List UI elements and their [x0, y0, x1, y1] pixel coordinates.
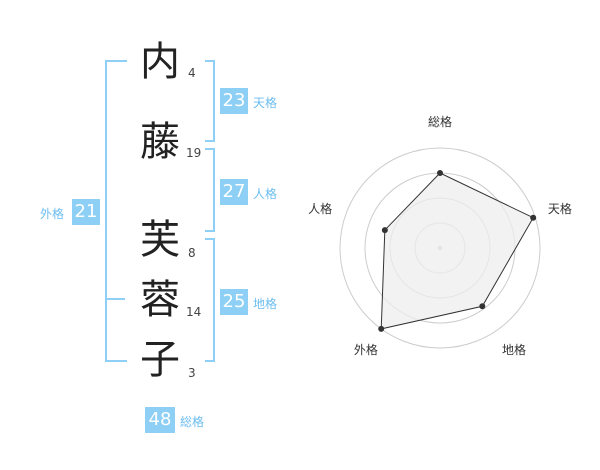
radar-axis-label-3: 地格: [502, 342, 526, 357]
radar-axis-label-5: 人格: [308, 201, 332, 216]
tenkaku-label: 天格: [253, 96, 278, 110]
tenkaku-score: 23: [220, 88, 248, 114]
name-char-5: 子: [140, 337, 180, 383]
radar-point-1: [437, 170, 443, 176]
stroke-count-4: 14: [186, 305, 202, 319]
radar-point-5: [381, 227, 388, 234]
chikaku-label: 地格: [253, 297, 278, 311]
jinkaku-score: 27: [220, 179, 248, 205]
radar-point-4: [378, 325, 385, 332]
gaikaku-bracket: [105, 60, 127, 362]
radar-axis-label-2: 天格: [548, 201, 572, 216]
soukaku-label: 総格: [180, 415, 205, 429]
radar-point-3: [479, 303, 486, 310]
gaikaku-label: 外格: [40, 207, 65, 221]
name-char-1: 内: [140, 39, 180, 85]
soukaku-score: 48: [145, 407, 175, 433]
name-char-4: 蓉: [140, 277, 180, 323]
radar-point-2: [530, 214, 537, 221]
name-char-3: 芙: [140, 217, 180, 263]
stroke-count-5: 3: [188, 366, 196, 380]
jinkaku-bracket: [205, 148, 215, 232]
chikaku-bracket: [205, 238, 215, 362]
radar-series-polygon: [380, 172, 534, 330]
stroke-count-3: 8: [188, 246, 196, 260]
jinkaku-label: 人格: [253, 187, 278, 201]
radar-axis-label-1: 総格: [428, 114, 452, 129]
radar-axis-label-4: 外格: [354, 342, 378, 357]
stroke-count-2: 19: [186, 146, 202, 160]
gaikaku-score: 21: [72, 199, 100, 225]
gaikaku-bracket-midline: [105, 298, 125, 300]
chikaku-score: 25: [220, 289, 248, 315]
stroke-count-1: 4: [188, 66, 196, 80]
name-char-2: 藤: [140, 119, 180, 165]
radar-ring: [339, 147, 541, 349]
tenkaku-bracket: [205, 60, 215, 142]
